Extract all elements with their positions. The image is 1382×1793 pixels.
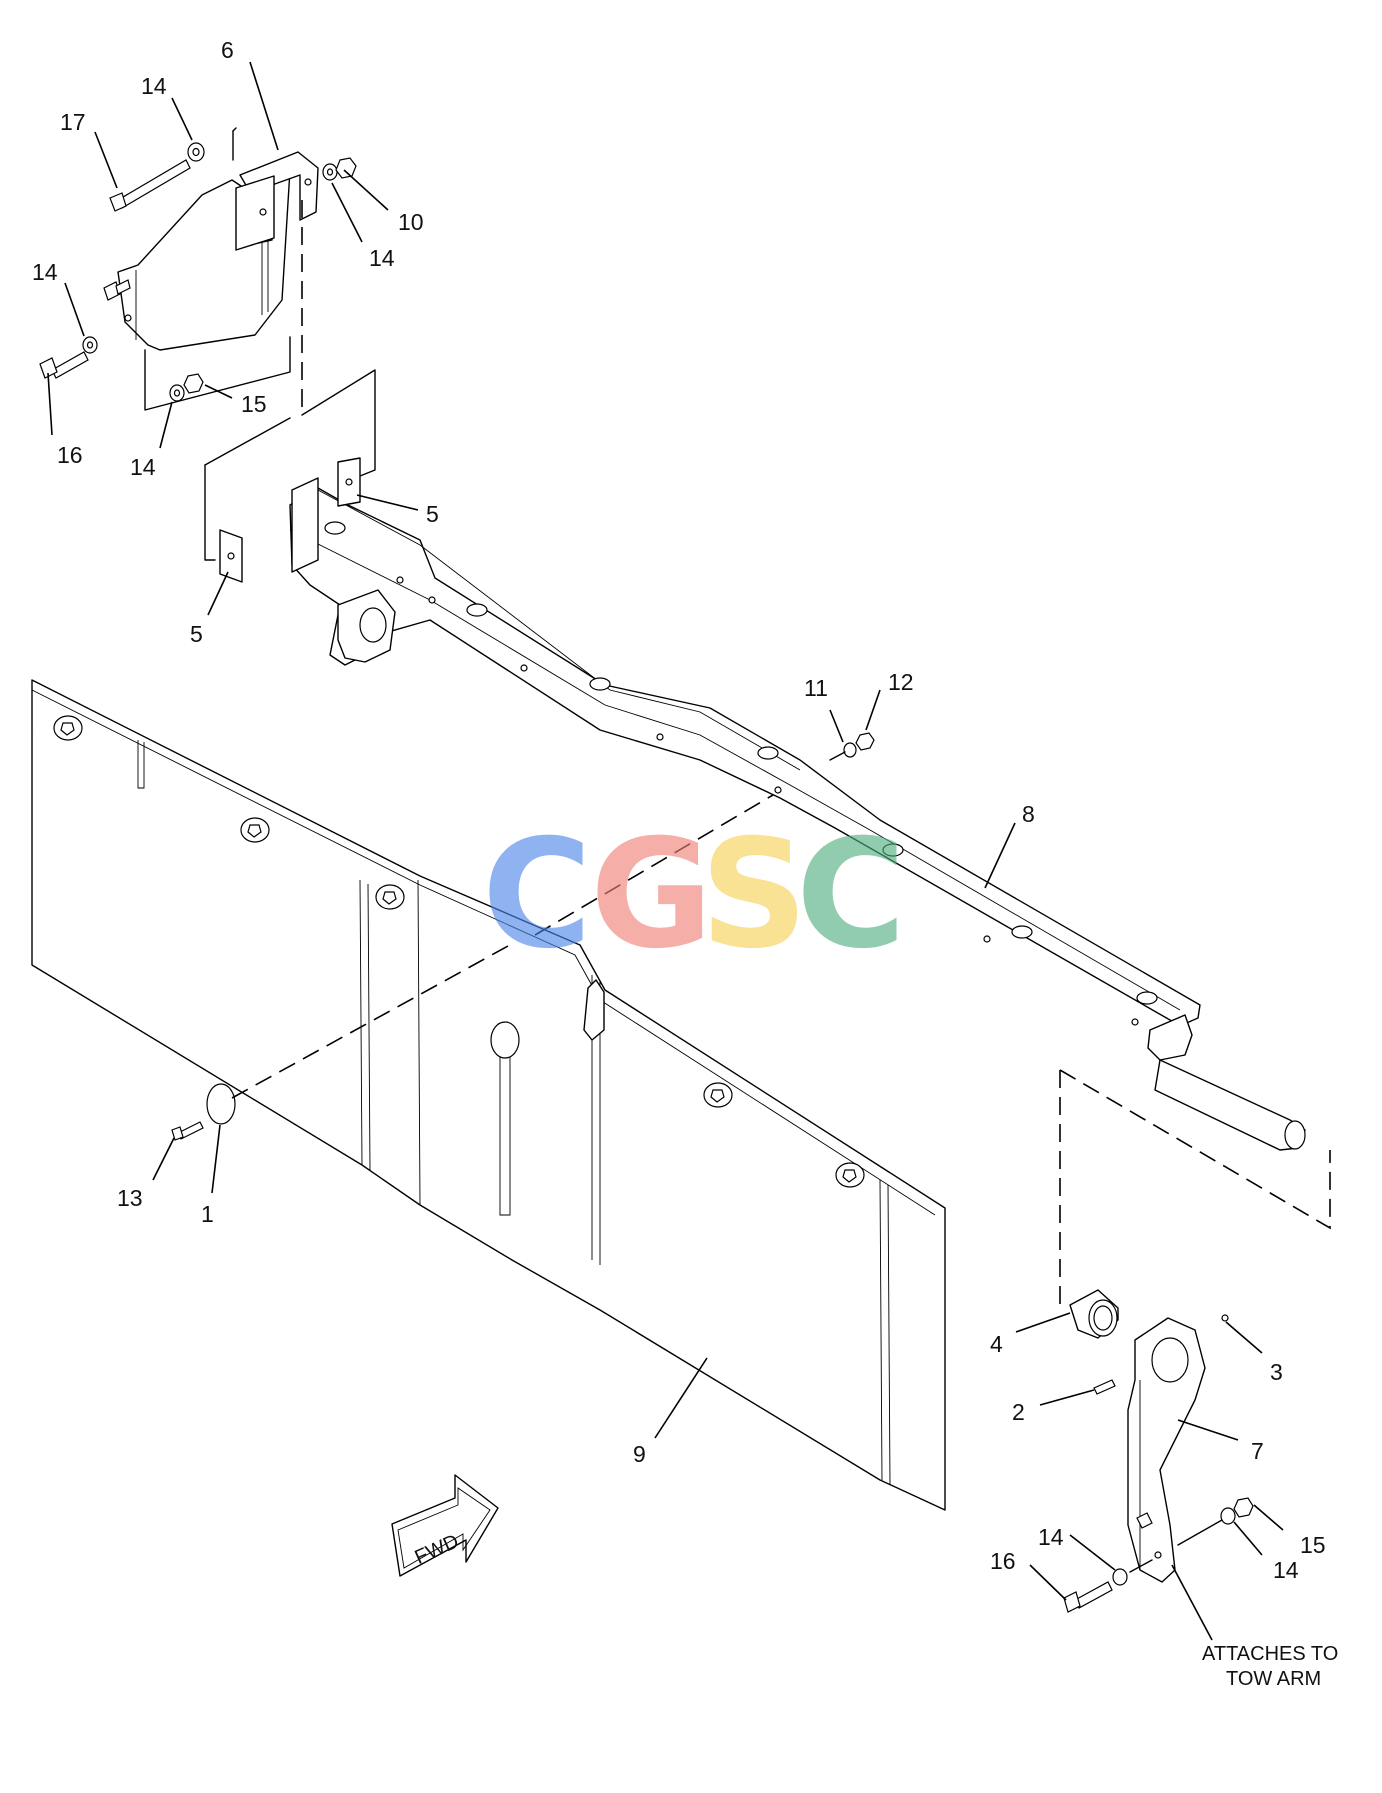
callout-15-b: 15 [1300,1532,1326,1558]
callout-5-a: 5 [426,501,439,527]
callout-10: 10 [398,209,424,235]
bushing-part-4 [1069,1289,1119,1339]
washer-14-lower-right [1220,1507,1236,1525]
callout-14-a: 14 [141,73,167,99]
note-line-1: ATTACHES TO [1202,1643,1338,1665]
bolt-head-upper [103,279,131,301]
callout-5-b: 5 [190,621,203,647]
callout-14-f: 14 [1273,1557,1299,1583]
nut-15-upper [183,373,204,394]
screw-part-2 [1093,1379,1116,1395]
screw-part-3 [1221,1314,1229,1322]
callout-3: 3 [1270,1359,1283,1385]
watermark-letter-1: C [482,808,592,982]
washer-14-lower-left [1112,1568,1128,1586]
panel-part-9 [31,679,946,1511]
callout-11: 11 [804,675,828,701]
bolt-16-lower [1063,1581,1113,1613]
watermark-letter-2: G [590,808,713,982]
attaches-note: ATTACHES TO TOW ARM [1202,1643,1338,1690]
washer-14-bottom [169,384,185,402]
callout-14-b: 14 [369,245,395,271]
callout-7: 7 [1251,1438,1264,1464]
bolt-16-upper [39,351,89,379]
callout-8: 8 [1022,801,1035,827]
nut-10 [335,157,357,179]
callout-2: 2 [1012,1399,1025,1425]
callout-14-c: 14 [32,259,58,285]
bolt-17 [109,159,191,212]
watermark-letter-4: C [796,808,906,982]
callout-labels: 6 14 17 10 14 14 15 16 14 5 5 11 12 8 13… [32,37,1326,1583]
callout-9: 9 [633,1441,646,1467]
callout-17: 17 [60,109,86,135]
callout-14-e: 14 [1038,1524,1064,1550]
nut-15-lower [1233,1497,1254,1518]
pad-part-5-lower [219,529,243,583]
screw-part-13 [171,1121,204,1141]
support-rail-part-8 [289,477,1306,1151]
washer-11 [843,742,857,758]
callout-1: 1 [201,1201,214,1227]
callout-16-a: 16 [57,442,83,468]
callout-14-d: 14 [130,454,156,480]
watermark-letter-3: S [700,808,808,982]
callout-16-b: 16 [990,1548,1016,1574]
note-line-2: TOW ARM [1226,1668,1321,1690]
leader-lines [47,61,1284,1641]
callout-12: 12 [888,669,914,695]
callout-15-a: 15 [241,391,267,417]
watermark-logo: C G S C [482,808,906,982]
washer-14-top [187,142,205,162]
callout-4: 4 [990,1331,1003,1357]
nut-12 [855,732,875,751]
bracket-part-7 [1127,1317,1206,1583]
callout-6: 6 [221,37,234,63]
washer-14-left [82,336,98,354]
washer-part-1 [206,1083,236,1125]
fwd-arrow: FWD [391,1474,499,1577]
bracket-part-6 [117,151,319,351]
pad-part-5-upper [337,457,361,507]
callout-13: 13 [117,1185,143,1211]
washer-14-right [322,163,338,181]
